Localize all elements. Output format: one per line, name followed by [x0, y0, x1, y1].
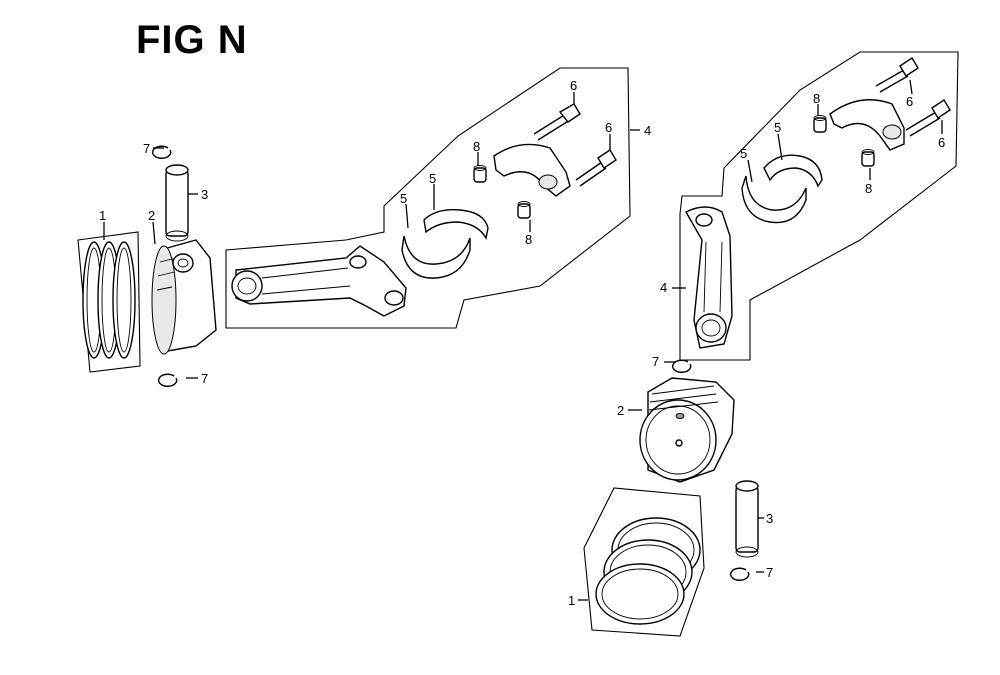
right-callout-1: 1	[568, 593, 575, 608]
left-callout-4: 4	[644, 123, 651, 138]
left-piston-pin	[165, 164, 189, 242]
left-piston-ring-set	[77, 231, 141, 373]
left-rod-bolt-lower	[575, 149, 617, 187]
right-callout-8-lower: 8	[865, 181, 872, 196]
right-dowel-upper	[813, 115, 827, 133]
left-callout-6-lower: 6	[605, 120, 612, 135]
left-bearing-lower	[401, 235, 471, 279]
right-bearing-right	[763, 154, 823, 188]
right-bearing-left	[741, 175, 807, 224]
right-piston-ring-set	[583, 487, 705, 637]
right-circlip-bottom	[729, 567, 750, 581]
left-circlip-top	[151, 145, 172, 159]
left-connecting-rod	[231, 245, 407, 317]
left-callout-5-upper: 5	[429, 171, 436, 186]
right-callout-6-lower: 6	[938, 135, 945, 150]
right-callout-4: 4	[660, 280, 667, 295]
right-rod-bolt-upper	[875, 57, 919, 93]
right-callout-5-right: 5	[774, 120, 781, 135]
right-piston	[639, 377, 735, 483]
figure-title: FIG N	[136, 18, 248, 62]
left-callout-1: 1	[99, 208, 106, 223]
right-piston-pin	[735, 480, 759, 558]
left-circlip-bottom	[157, 373, 178, 387]
left-callout-5-lower: 5	[400, 191, 407, 206]
right-rod-bolt-lower	[905, 99, 951, 137]
right-callout-7-top: 7	[652, 354, 659, 369]
left-callout-3: 3	[201, 187, 208, 202]
left-callout-6-upper: 6	[570, 78, 577, 93]
left-callout-8-lower: 8	[525, 232, 532, 247]
left-rod-assembly-boundary	[225, 67, 631, 329]
right-dowel-lower	[861, 149, 875, 167]
left-piston	[151, 239, 217, 355]
right-callout-2: 2	[617, 403, 624, 418]
left-rod-cap	[493, 143, 571, 197]
right-connecting-rod	[685, 206, 733, 349]
left-dowel-lower	[517, 201, 531, 219]
right-callout-3: 3	[766, 511, 773, 526]
left-bearing-upper	[423, 209, 489, 240]
left-callout-7-top: 7	[143, 141, 150, 156]
right-callout-7-bottom: 7	[766, 565, 773, 580]
left-rod-bolt-upper	[533, 103, 581, 141]
left-callout-2: 2	[148, 208, 155, 223]
right-circlip-top	[671, 359, 692, 373]
left-dowel-upper	[473, 165, 487, 183]
right-rod-assembly-boundary	[679, 51, 959, 361]
right-rod-cap	[829, 99, 905, 151]
right-callout-6-upper: 6	[906, 94, 913, 109]
right-callout-8-upper: 8	[813, 91, 820, 106]
left-callout-7-bottom: 7	[201, 371, 208, 386]
right-callout-5-left: 5	[740, 146, 747, 161]
left-callout-8-upper: 8	[473, 139, 480, 154]
